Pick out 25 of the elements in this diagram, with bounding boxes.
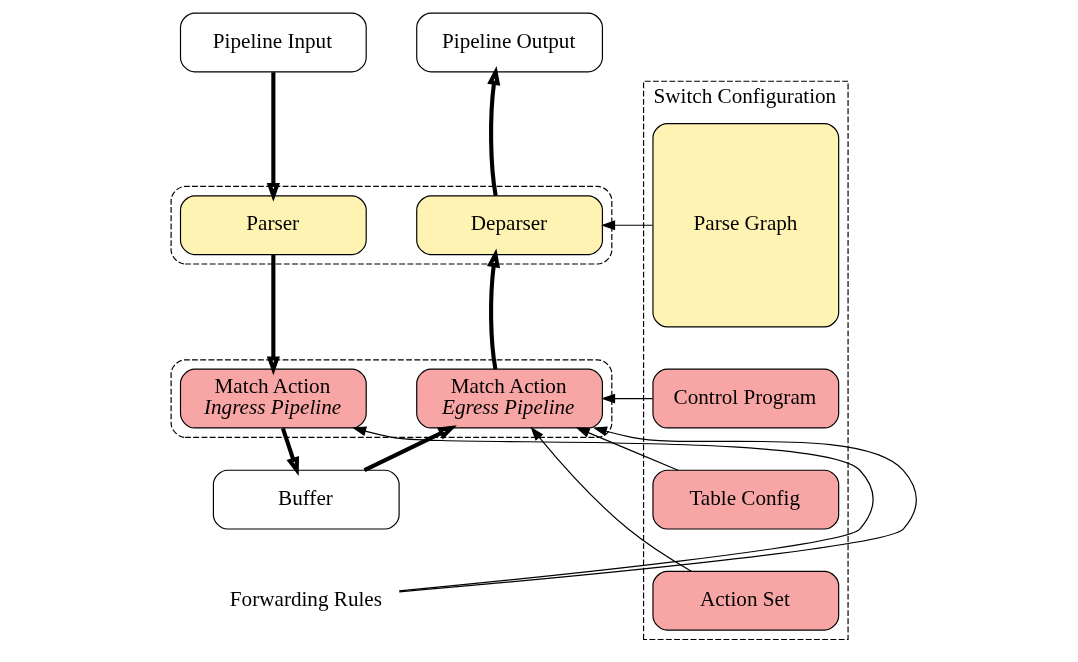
arrow [575,427,679,471]
node-box: Table Config [652,469,840,530]
arrow [280,427,300,476]
node-box: Deparser [416,195,603,256]
node-text: Forwarding Rules [229,586,382,611]
arrow [530,426,692,572]
cluster [170,185,613,265]
node-box: Parser [179,195,367,256]
node-box: Action Set [652,570,840,631]
node-box: Match Action Ingress Pipeline [179,368,367,429]
arrow [266,254,280,376]
arrow [398,426,917,593]
node-box: Control Program [652,368,840,429]
arrow [363,425,457,473]
arrow [352,426,874,592]
node-box: Pipeline Input [179,12,367,73]
arrow [487,66,501,196]
node-box: Match Action Egress Pipeline [416,368,603,429]
arrow [266,72,280,202]
node-box: Pipeline Output [416,12,603,73]
node-box: Parse Graph [652,122,840,328]
arrow [601,393,654,404]
node-box: Buffer [212,469,400,530]
arrow [486,248,500,370]
arrow [601,220,654,231]
